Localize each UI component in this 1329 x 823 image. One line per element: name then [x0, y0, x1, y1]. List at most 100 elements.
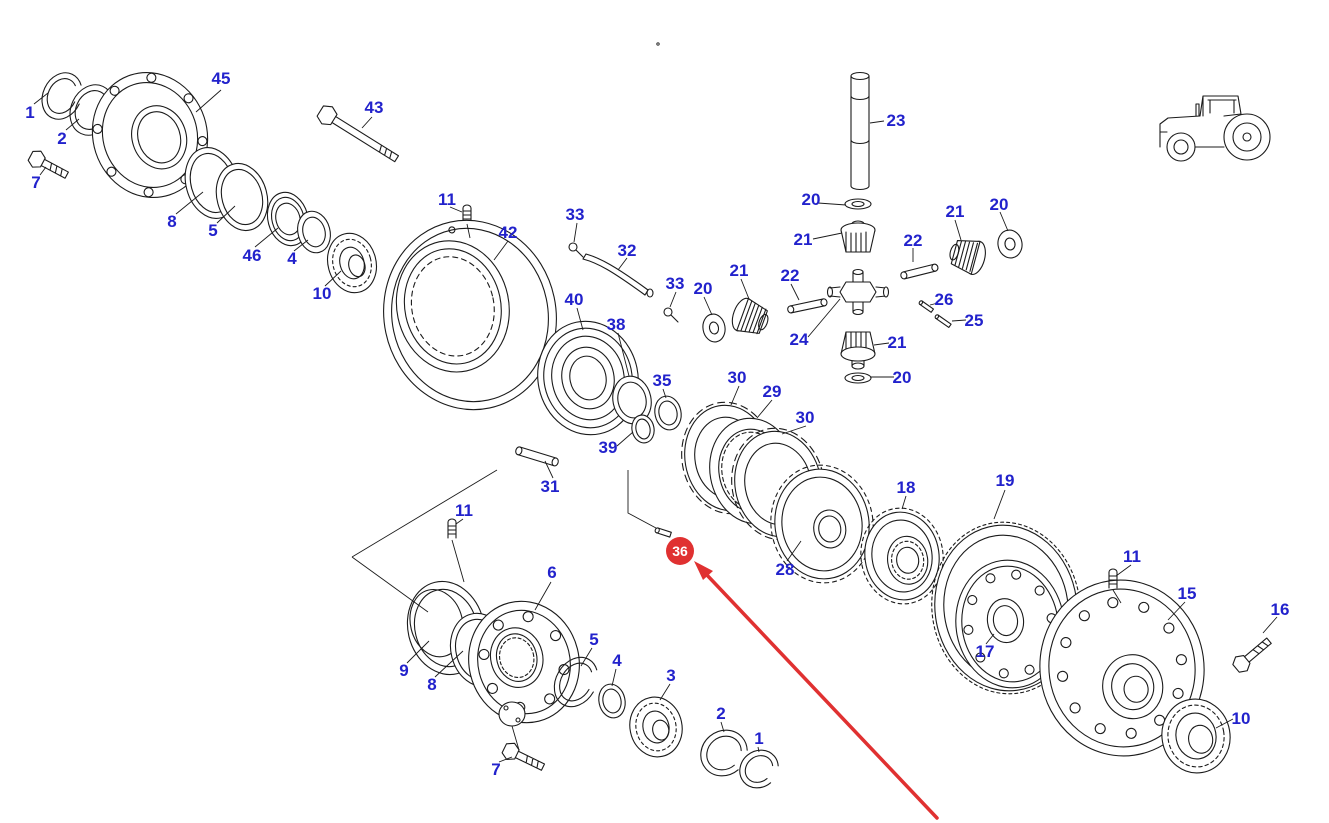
part-pin-25: [934, 314, 952, 329]
part-label-23-20[interactable]: 23: [886, 111, 906, 130]
part-ring-5a: [215, 162, 269, 232]
part-label-33-16[interactable]: 33: [665, 274, 685, 293]
part-pin-33b: [663, 307, 679, 323]
part-label-20-17[interactable]: 20: [693, 279, 713, 298]
part-bevel-gear-21a: [840, 220, 876, 253]
part-label-5-49[interactable]: 5: [589, 630, 599, 649]
part-washer-20d: [844, 372, 872, 384]
part-label-46-6[interactable]: 46: [242, 246, 262, 265]
part-ring-35: [654, 395, 682, 431]
part-rod-32: [582, 253, 654, 298]
part-bolt-16: [1232, 637, 1272, 673]
part-bolt-7a: [27, 150, 69, 179]
part-pin-26: [918, 300, 935, 313]
part-label-21-24[interactable]: 21: [945, 202, 965, 221]
part-label-2-52[interactable]: 2: [716, 704, 726, 723]
part-label-22-19[interactable]: 22: [780, 266, 800, 285]
part-label-40-14[interactable]: 40: [564, 290, 584, 309]
part-piston-40: [537, 320, 639, 436]
part-label-18-38[interactable]: 18: [896, 478, 916, 497]
part-flange-17: [955, 559, 1065, 689]
part-label-21-18[interactable]: 21: [729, 261, 749, 280]
part-label-17-43[interactable]: 17: [975, 642, 995, 661]
part-bearing-10a: [327, 232, 377, 294]
part-hub-6: [468, 600, 580, 724]
part-label-4-50[interactable]: 4: [612, 651, 622, 670]
part-snap-ring-1a: [41, 72, 83, 120]
part-label-7-2[interactable]: 7: [31, 173, 41, 192]
part-pin-22a: [787, 298, 828, 314]
part-label-39-35[interactable]: 39: [598, 438, 618, 457]
part-bevel-gear-28: [770, 464, 874, 584]
part-bearing-3: [629, 696, 683, 758]
highlight-part-number[interactable]: 36: [666, 537, 694, 565]
part-pin-31: [515, 446, 559, 467]
part-label-8-47[interactable]: 8: [427, 675, 437, 694]
part-label-20-25[interactable]: 20: [989, 195, 1009, 214]
part-label-22-23[interactable]: 22: [903, 231, 923, 250]
part-stud-11a: [462, 204, 472, 223]
part-bevel-gear-21b: [731, 297, 769, 335]
part-washer-20c: [997, 229, 1023, 259]
part-washer-20b: [702, 313, 726, 343]
part-label-38-15[interactable]: 38: [606, 315, 626, 334]
part-snap-ring-1b: [739, 749, 779, 789]
part-snap-ring-2b: [700, 729, 748, 777]
part-label-10-8[interactable]: 10: [312, 284, 332, 303]
part-label-7-54[interactable]: 7: [491, 760, 501, 779]
part-label-24-28[interactable]: 24: [789, 330, 809, 349]
part-label-30-32[interactable]: 30: [727, 368, 747, 387]
part-label-26-26[interactable]: 26: [934, 290, 954, 309]
part-bevel-gear-21d: [840, 331, 876, 370]
part-ring-4b: [598, 683, 626, 719]
part-pin-36-target: [654, 527, 672, 538]
part-label-42-11[interactable]: 42: [498, 223, 518, 242]
part-label-21-22[interactable]: 21: [793, 230, 813, 249]
part-label-35-31[interactable]: 35: [652, 371, 672, 390]
part-label-9-46[interactable]: 9: [399, 661, 409, 680]
part-stud-11b: [1108, 568, 1118, 589]
highlight-arrow: [694, 561, 939, 820]
part-stud-11c: [447, 518, 457, 539]
part-label-5-5[interactable]: 5: [208, 221, 218, 240]
part-bolt-43: [316, 105, 400, 163]
part-label-30-34[interactable]: 30: [795, 408, 815, 427]
part-label-28-37[interactable]: 28: [775, 560, 795, 579]
part-label-11-40[interactable]: 11: [1123, 547, 1141, 566]
part-label-15-41[interactable]: 15: [1177, 584, 1197, 603]
part-label-11-10[interactable]: 11: [438, 190, 456, 209]
part-label-2-1[interactable]: 2: [57, 129, 67, 148]
part-ring-4a: [297, 210, 331, 254]
part-label-10-44[interactable]: 10: [1231, 709, 1251, 728]
part-label-45-3[interactable]: 45: [211, 69, 231, 88]
part-pin-22b: [900, 263, 939, 280]
part-label-16-42[interactable]: 16: [1270, 600, 1290, 619]
part-spider-24: [826, 268, 890, 316]
part-label-11-45[interactable]: 11: [455, 501, 473, 520]
part-cap-under-hub: [498, 701, 526, 727]
tractor-icon: [1159, 95, 1271, 162]
part-shaft-23: [850, 71, 870, 191]
part-label-32-13[interactable]: 32: [617, 241, 637, 260]
part-label-21-29[interactable]: 21: [887, 333, 907, 352]
part-label-29-33[interactable]: 29: [762, 382, 782, 401]
part-label-33-12[interactable]: 33: [565, 205, 585, 224]
part-label-31-36[interactable]: 31: [540, 477, 560, 496]
part-label-3-51[interactable]: 3: [666, 666, 676, 685]
part-label-25-27[interactable]: 25: [964, 311, 984, 330]
part-label-20-21[interactable]: 20: [801, 190, 821, 209]
part-label-19-39[interactable]: 19: [995, 471, 1015, 490]
part-label-6-48[interactable]: 6: [547, 563, 557, 582]
part-bolt-7b: [501, 742, 546, 771]
part-label-4-7[interactable]: 4: [287, 249, 297, 268]
part-label-1-53[interactable]: 1: [754, 729, 764, 748]
part-label-43-9[interactable]: 43: [364, 98, 384, 117]
part-label-1-0[interactable]: 1: [25, 103, 35, 122]
part-label-8-4[interactable]: 8: [167, 212, 177, 231]
part-housing-15: [1039, 579, 1205, 757]
part-washer-20a: [844, 198, 872, 210]
part-label-20-30[interactable]: 20: [892, 368, 912, 387]
